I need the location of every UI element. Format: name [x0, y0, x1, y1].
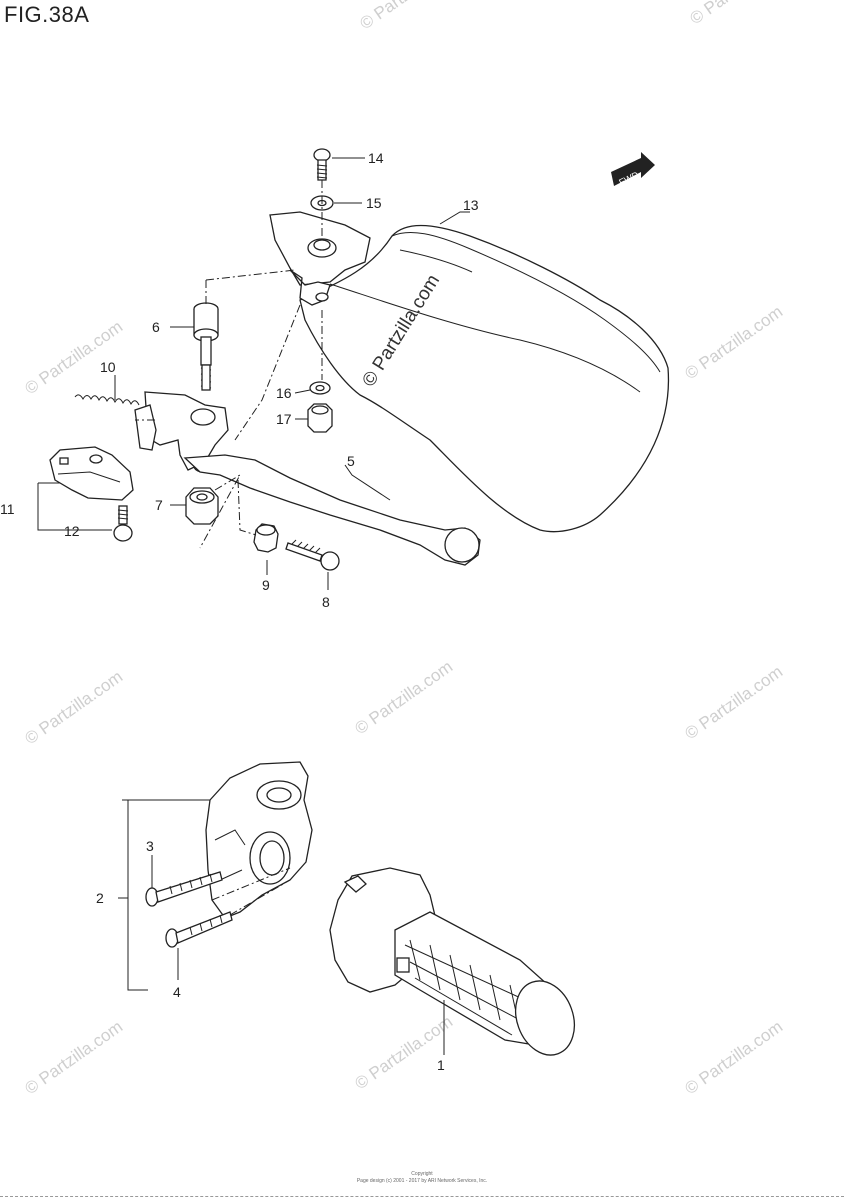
watermark: © Partzilla.com [686, 0, 791, 28]
collar-6 [193, 302, 219, 391]
footer-credit: Page design (c) 2001 - 2017 by ARI Netwo… [356, 1178, 488, 1184]
watermark: © Partzilla.com [356, 0, 461, 33]
callout-5: 5 [347, 453, 355, 469]
figure-title: FIG.38A [4, 2, 90, 27]
collar-9 [253, 523, 279, 553]
callout-labels: 1 2 3 4 5 6 7 8 9 10 11 12 13 14 15 16 1… [0, 150, 479, 1073]
bolt-14 [313, 148, 331, 181]
watermark: © Partzilla.com [351, 657, 456, 738]
callout-7: 7 [155, 497, 163, 513]
guard-mount-bracket [269, 211, 371, 306]
callout-3: 3 [146, 838, 154, 854]
throttle-housing-2 [205, 761, 313, 919]
clutch-lever-holder [134, 391, 481, 566]
watermark: © Partzilla.com [21, 1017, 126, 1098]
nut-17 [307, 403, 333, 433]
adjuster-bolt-8 [285, 539, 340, 571]
callout-16: 16 [276, 385, 292, 401]
watermark: © Partzilla.com [681, 302, 786, 383]
clutch-switch-11 [49, 446, 134, 501]
grip-1 [329, 867, 575, 1056]
callout-11: 11 [0, 501, 15, 517]
callout-1: 1 [437, 1057, 445, 1073]
callout-12: 12 [64, 523, 80, 539]
callout-6: 6 [152, 319, 160, 335]
callout-17: 17 [276, 411, 292, 427]
callout-15: 15 [366, 195, 382, 211]
callout-4: 4 [173, 984, 181, 1000]
watermark: © Partzilla.com [21, 667, 126, 748]
callout-2: 2 [96, 890, 104, 906]
footer-copyright: Copyright [411, 1171, 433, 1177]
nut-7 [185, 487, 219, 525]
watermark: © Partzilla.com [681, 662, 786, 743]
callout-8: 8 [322, 594, 330, 610]
hand-guard [299, 224, 670, 533]
page-footer: Copyright Page design (c) 2001 - 2017 by… [0, 1171, 844, 1185]
leader-lines [37, 157, 470, 1055]
washer-16 [309, 381, 331, 395]
page-bottom-rule [0, 1196, 844, 1197]
watermark: © Partzilla.com [21, 317, 126, 398]
callout-9: 9 [262, 577, 270, 593]
screw-3 [145, 871, 223, 907]
fwd-arrow-badge: FWD [611, 152, 655, 188]
callout-10: 10 [100, 359, 116, 375]
callout-14: 14 [368, 150, 384, 166]
spring-10 [74, 394, 140, 406]
watermark: © Partzilla.com [681, 1017, 786, 1098]
screw-4 [165, 911, 233, 948]
watermark: © Partzilla.com [351, 1012, 456, 1093]
callout-13: 13 [463, 197, 479, 213]
screw-12 [113, 505, 133, 542]
